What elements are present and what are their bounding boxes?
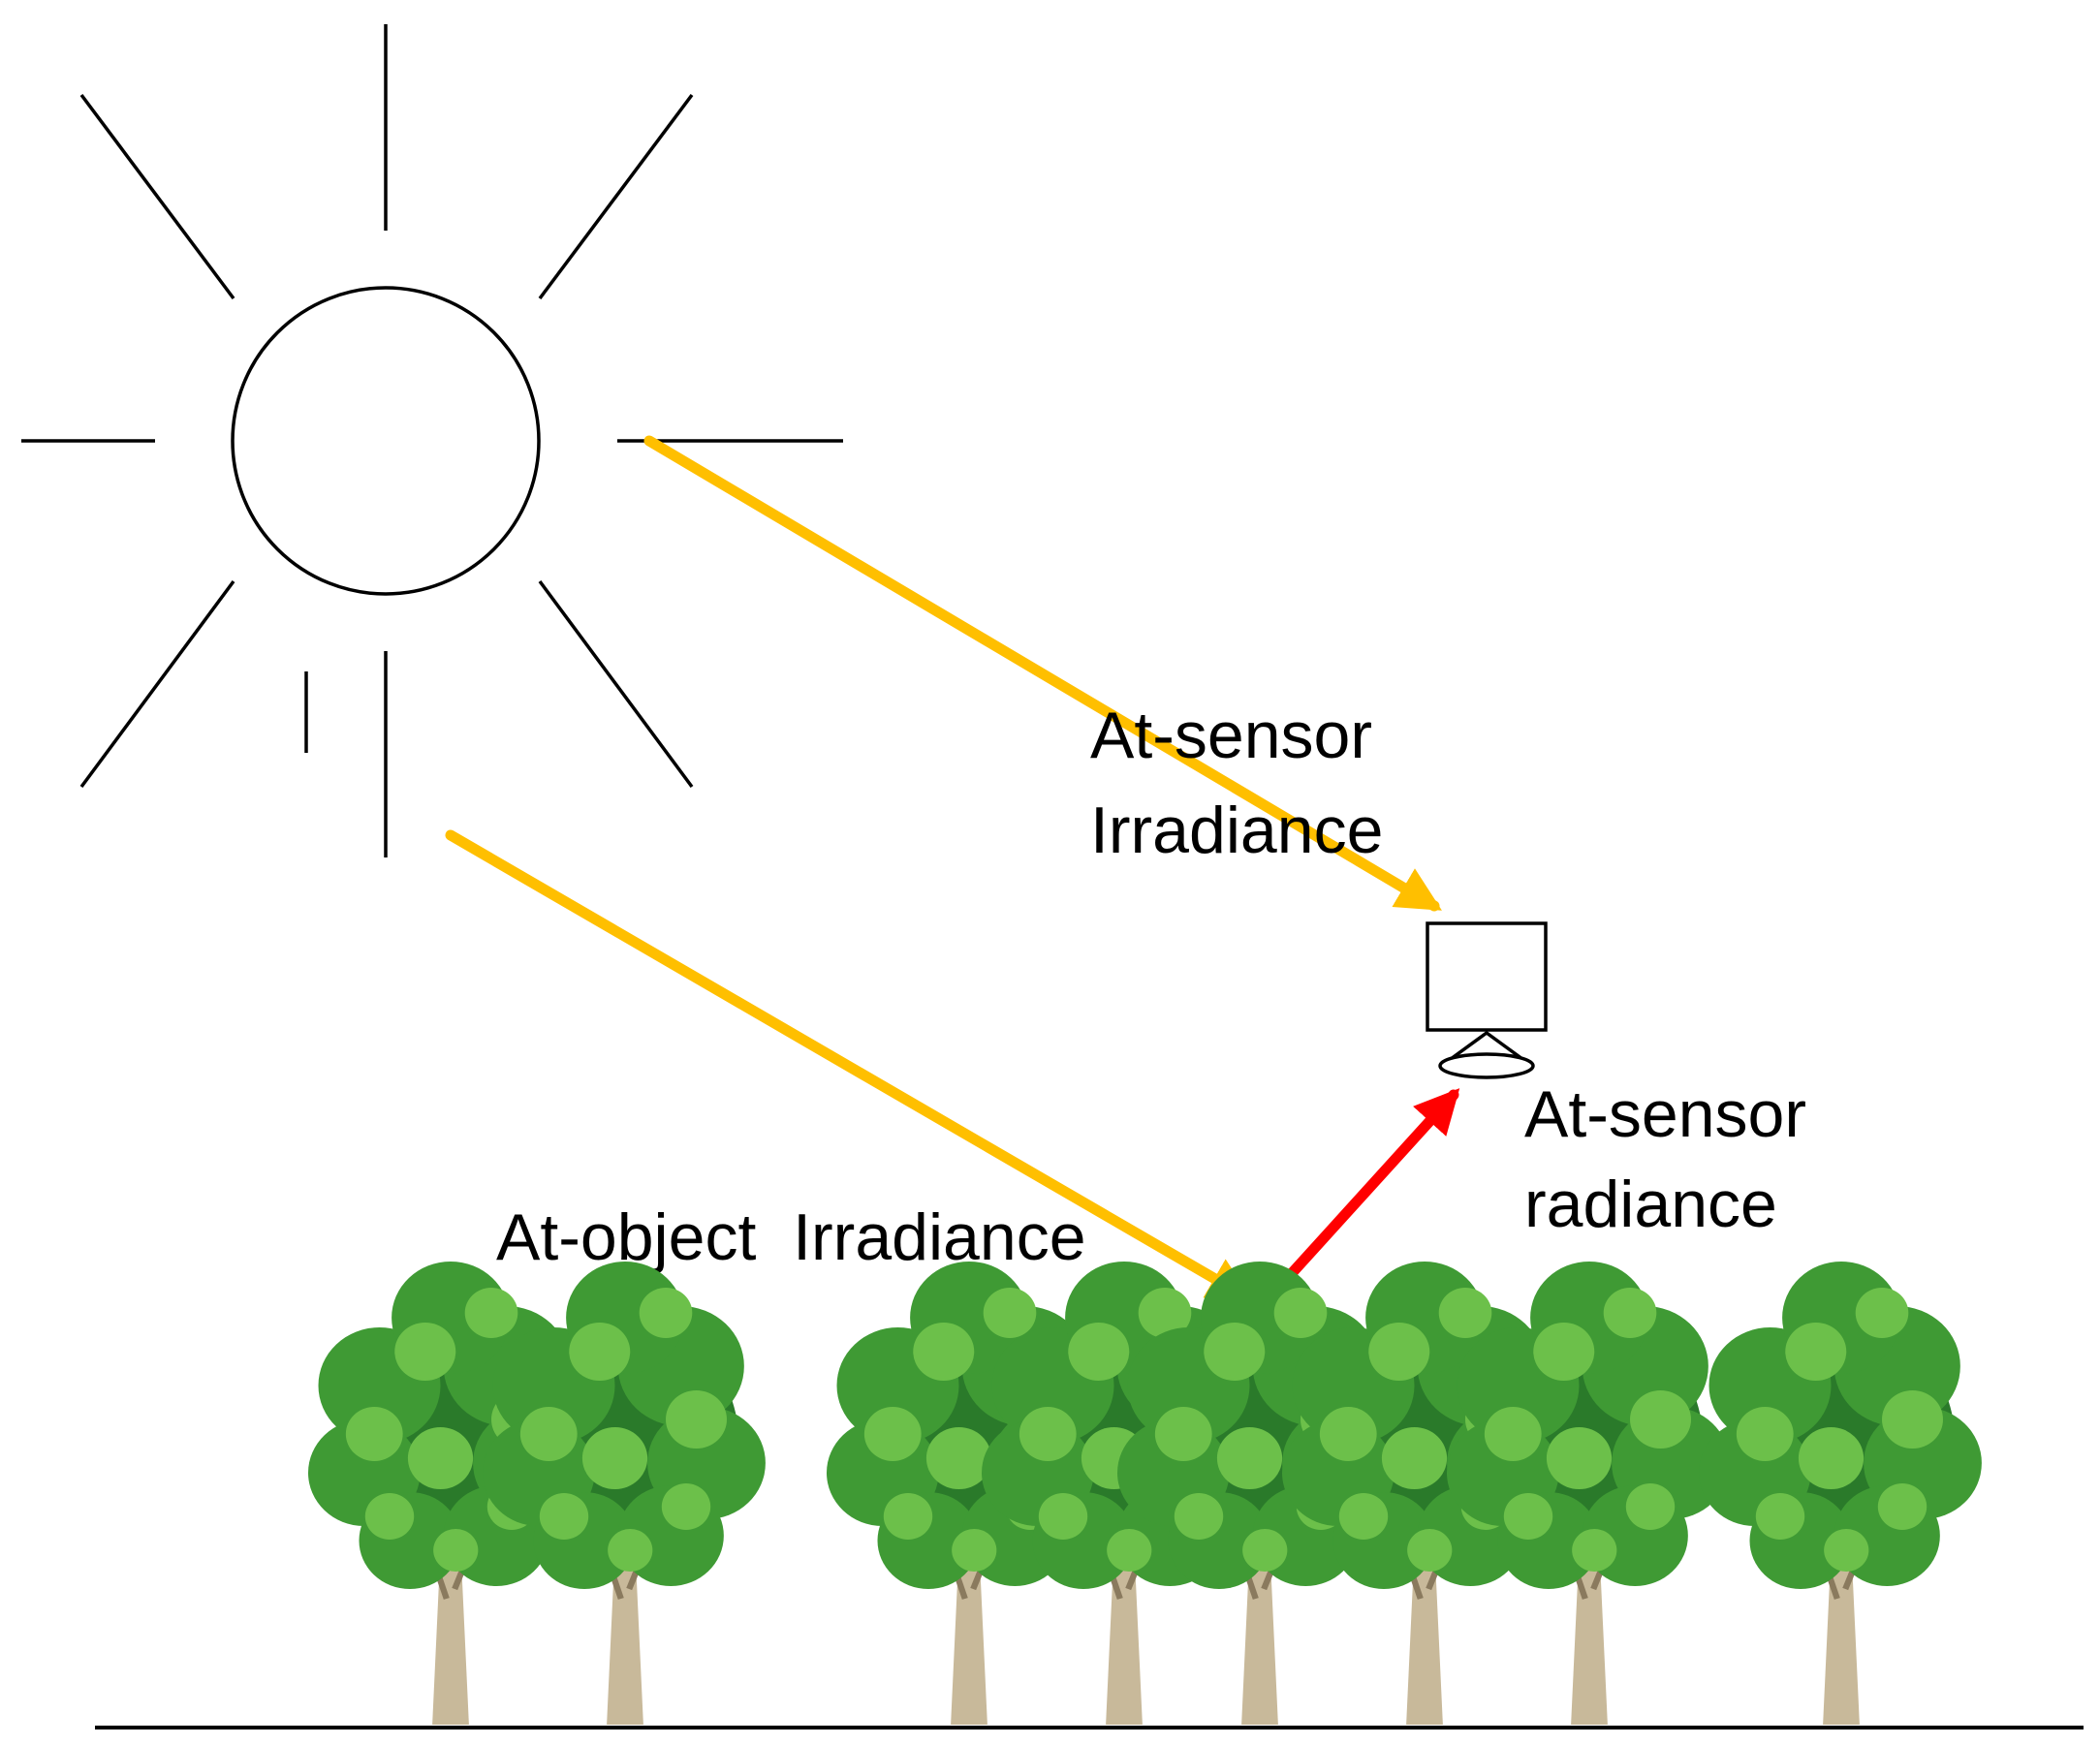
at-sensor-irradiance-label-line1: At-sensor [1090, 699, 1372, 772]
camera-sensor-icon [1426, 921, 1548, 1079]
at-sensor-irradiance-arrow [643, 435, 1442, 912]
sun-disc [231, 286, 541, 596]
sun-ray-bottom-right [538, 579, 694, 789]
sensor-body [1426, 921, 1548, 1032]
sun-ray-top-right [538, 93, 694, 300]
tree-row [308, 1262, 1982, 1725]
sun-ray-top-left [79, 93, 235, 300]
sun-icon [21, 24, 843, 857]
at-sensor-irradiance-label-line2: Irradiance [1090, 794, 1383, 867]
at-object-irradiance-arrow [445, 829, 1253, 1302]
sensor-lens [1438, 1052, 1535, 1079]
at-sensor-radiance-label-line1: At-sensor [1524, 1077, 1806, 1151]
at-object-irradiance-label: At-object Irradiance [496, 1200, 1086, 1274]
at-sensor-radiance-label-line2: radiance [1524, 1168, 1777, 1241]
at-sensor-radiance-arrow [1259, 1088, 1460, 1309]
sun-ray-bottom-left [79, 579, 235, 789]
tree-icon [1699, 1262, 1982, 1725]
